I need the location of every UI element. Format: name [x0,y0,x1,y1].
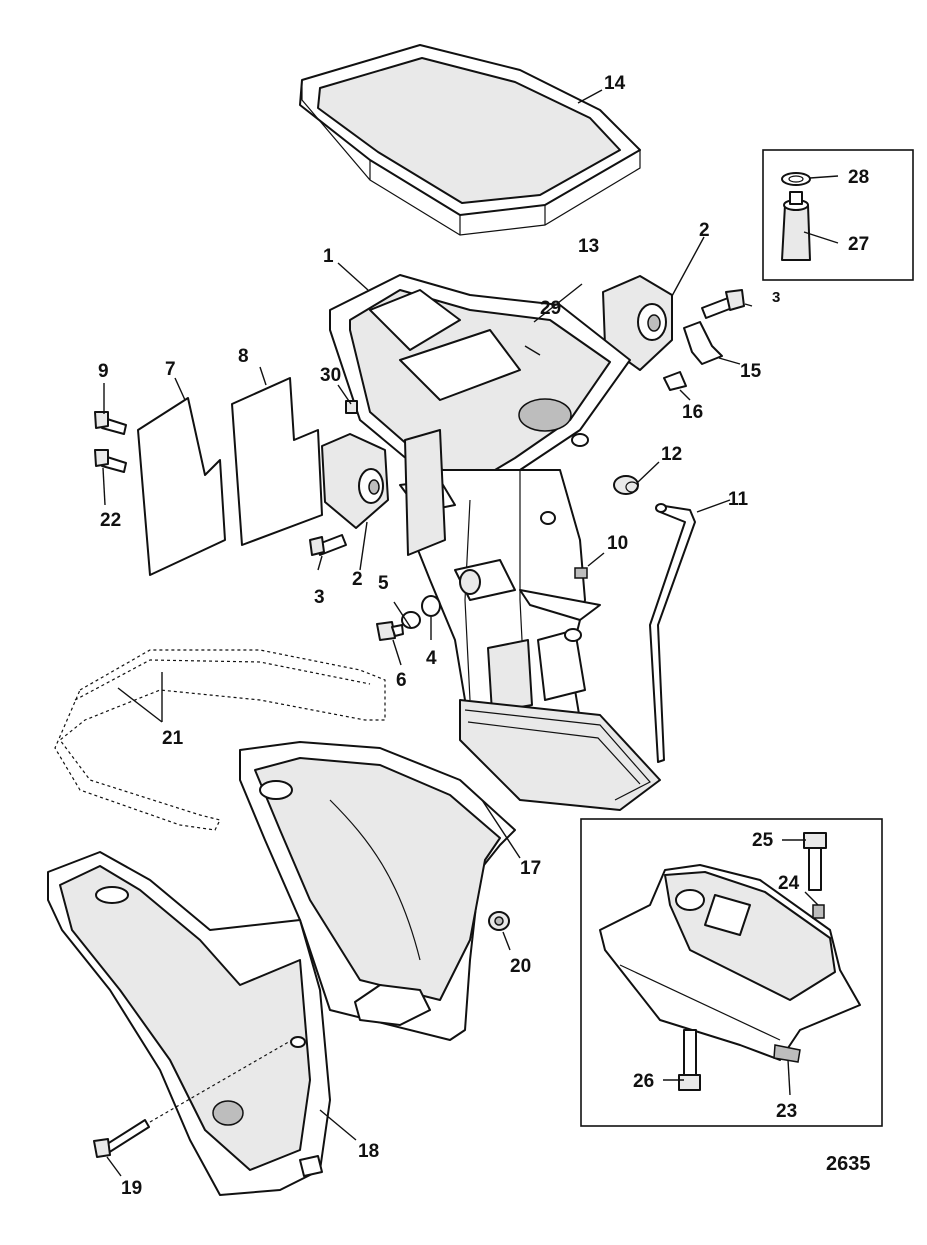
part-14-seal [299,44,641,236]
part-30-screw [345,400,358,414]
part-19-bolt [93,1039,293,1158]
callout-4: 4 [426,648,437,669]
part-9-bolt [94,411,127,435]
callout-20: 20 [510,956,531,977]
callout-18: 18 [358,1141,379,1162]
callout-9: 9 [98,361,109,382]
callout-26: 26 [633,1071,654,1092]
callout-3-upper: 3 [772,289,780,306]
part-28-washer [781,172,811,186]
part-25-bolt [803,832,827,891]
callout-2-lower: 2 [352,569,363,590]
callout-25: 25 [752,830,774,851]
callout-3-lower: 3 [314,587,325,608]
part-1-driveshaft-housing [329,274,661,811]
callout-30: 30 [320,365,341,386]
part-18-port-cowl [47,851,331,1196]
part-2-upper-mount [602,275,673,371]
part-20-nut [488,911,510,931]
part-17-starboard-cowl [239,741,516,1041]
callout-10: 10 [607,533,628,554]
callout-13: 13 [578,236,599,257]
part-16-clip [663,371,687,391]
callout-24: 24 [778,873,800,894]
callout-labels: 1 2 2 3 3 4 5 6 7 8 9 10 11 12 13 14 15 … [98,73,869,1199]
part-8-gasket [231,377,323,546]
callout-5: 5 [378,573,389,594]
callout-27: 27 [848,234,869,255]
callout-28: 28 [848,167,869,188]
part-5-washer [401,611,421,629]
part-11-water-tube [649,504,696,763]
part-24-dowel [812,904,825,919]
part-12-grommet [613,475,639,495]
callout-11: 11 [728,489,749,510]
callout-19: 19 [121,1178,142,1199]
part-2-lower-mount [321,433,389,529]
callout-17: 17 [520,858,541,879]
callout-29: 29 [540,298,561,319]
callout-14: 14 [604,73,626,94]
callout-12: 12 [661,444,682,465]
callout-6: 6 [396,670,407,691]
part-27-sensor [781,191,811,261]
callout-23: 23 [776,1101,797,1122]
part-21-seal [54,649,386,831]
callout-22: 22 [100,510,121,531]
callout-21: 21 [162,728,184,749]
part-26-bolt [678,1029,701,1091]
part-15-bracket [683,321,723,365]
callout-15: 15 [740,361,762,382]
part-22-bolt [94,449,127,473]
part-6-bolt [376,621,404,641]
callout-16: 16 [682,402,703,423]
part-4-washer [421,595,441,617]
leader-lines [102,89,839,1177]
part-10-plug [574,567,588,579]
callout-8: 8 [238,346,249,367]
callout-2-upper: 2 [699,220,710,241]
figure-number: 2635 [826,1153,871,1175]
callout-1: 1 [323,246,334,267]
part-11-tube-end [655,503,667,513]
inset-box-27-28 [762,149,914,281]
part-3-bolt-upper [701,289,745,319]
part-23-adapter-plate [599,864,861,1063]
part-3-bolt-lower [309,534,347,556]
part-7-gasket [137,397,226,576]
callout-7: 7 [165,359,176,380]
inset-box-23-26 [580,818,883,1127]
